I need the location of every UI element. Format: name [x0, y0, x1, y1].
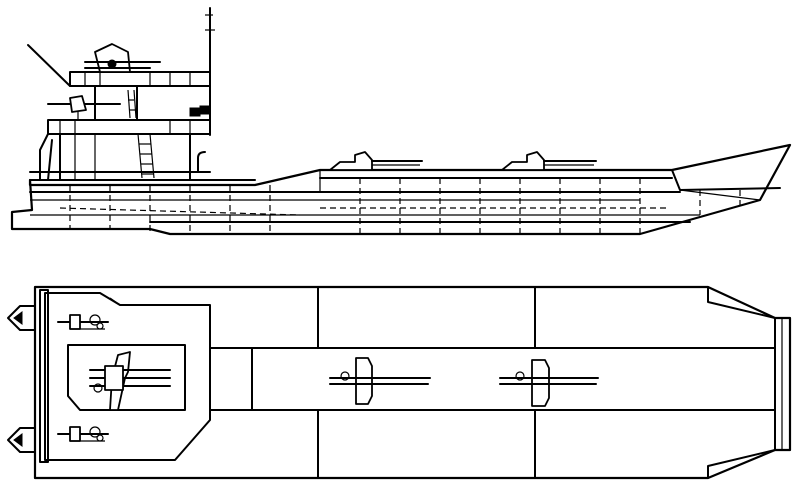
superstructure [29, 71, 256, 181]
plan-machine-gun-2 [57, 426, 109, 442]
plan-twin-gun-centre [89, 351, 171, 411]
side-machine-gun [47, 95, 121, 120]
bridge-outline-plan [67, 344, 186, 411]
dashed-keel-line [59, 207, 301, 216]
side-cannon-mount-1 [329, 151, 423, 171]
deckhouse-plan [44, 292, 211, 461]
plan-cannon-mount-2 [499, 359, 599, 407]
plan-machine-gun-1 [57, 314, 109, 330]
hull-frame-lines [69, 178, 741, 234]
ladder [127, 89, 155, 179]
aft-bulwark [39, 133, 49, 181]
side-elevation-view [10, 7, 792, 236]
ventilator [197, 151, 206, 173]
plan-cannon-mount-1 [329, 357, 431, 405]
mast [189, 7, 215, 136]
stern-fittings [7, 305, 36, 453]
lower-deck-railing [47, 119, 211, 135]
deckhouse-side [59, 133, 191, 181]
top-bridge-railing [69, 71, 211, 87]
side-cannon-mount-2 [501, 151, 597, 171]
top-twin-machine-gun [84, 43, 161, 73]
hull-side [10, 143, 792, 236]
plan-view [7, 285, 792, 480]
ramp-hinge-line [679, 189, 761, 201]
hull-plan [33, 285, 792, 480]
whip-antenna [27, 44, 71, 87]
transom-plan [39, 289, 49, 463]
